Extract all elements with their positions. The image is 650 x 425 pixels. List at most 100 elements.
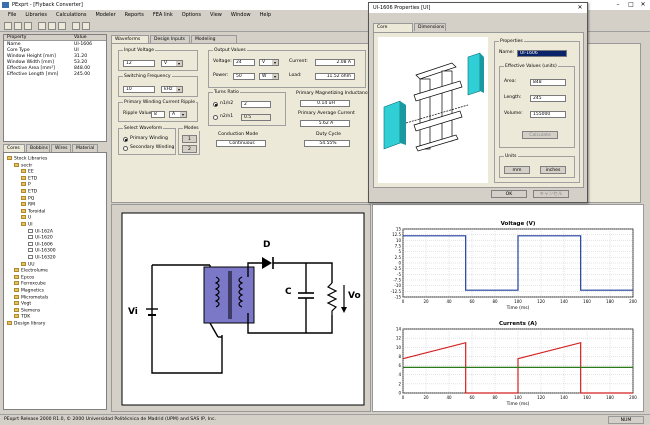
ripple-field[interactable]: 8 [151, 111, 165, 118]
tree-item[interactable]: Epcos [4, 274, 34, 282]
tree-item[interactable]: Design library [4, 321, 45, 328]
tree-item-label: Stock Libraries [14, 156, 48, 162]
copy-icon[interactable] [48, 22, 56, 30]
tree-item[interactable]: RM [4, 202, 35, 209]
property-name: Effective Length [mm] [7, 72, 59, 77]
tree-item[interactable]: EE [4, 169, 34, 176]
menu-item-help[interactable]: Help [259, 12, 272, 18]
property-row[interactable]: Effective Area [mm²]848.00 [4, 66, 106, 72]
menu-item-fea-link[interactable]: FEA link [152, 12, 173, 18]
length-field[interactable]: 245 [530, 95, 566, 102]
tree-item[interactable]: TDK [4, 314, 30, 321]
tree-item[interactable]: sectr [4, 162, 32, 170]
y-tick-label: 12.5 [392, 232, 401, 237]
tree-item[interactable]: Stock Libraries [4, 156, 47, 163]
tab-dimensions[interactable]: Dimensions [414, 23, 446, 31]
tab-bobbins[interactable]: Bobbins [26, 144, 50, 152]
mode-1-button[interactable]: 1 [182, 135, 197, 143]
tree-item[interactable]: Electrolume [4, 268, 48, 275]
cut-icon[interactable] [38, 22, 46, 30]
tree-item[interactable]: ETD [4, 175, 37, 183]
save-icon[interactable] [24, 22, 32, 30]
tree-item[interactable]: Magnetics [4, 288, 44, 295]
menu-item-window[interactable]: Window [230, 12, 251, 18]
menu-item-libraries[interactable]: Libraries [25, 12, 47, 18]
power-field[interactable]: 50 [233, 73, 255, 80]
maximize-button[interactable]: □ [628, 1, 634, 8]
menu-item-calculations[interactable]: Calculations [55, 12, 87, 18]
tree-item-label: Siemens [21, 308, 41, 314]
tree-item[interactable]: UI-16320 [4, 255, 56, 262]
open-icon[interactable] [14, 22, 22, 30]
voltage-field[interactable]: 24 [233, 59, 255, 66]
menu-item-modeler[interactable]: Modeler [95, 12, 116, 18]
tab-waveforms[interactable]: Waveforms [111, 35, 149, 44]
dialog-close-button[interactable]: ✕ [577, 4, 583, 11]
tree-item[interactable]: Micrometals [4, 294, 48, 302]
property-row[interactable]: Effective Length [mm]245.00 [4, 72, 106, 78]
tree-item[interactable]: Ferroxcube [4, 281, 46, 288]
tree-item[interactable]: PQ [4, 195, 34, 203]
close-button[interactable]: ✕ [640, 1, 646, 8]
menu-item-reports[interactable]: Reports [124, 12, 144, 18]
folder-icon [21, 169, 26, 174]
mm-button[interactable]: mm [504, 166, 530, 174]
voltage-unit-select[interactable]: V [259, 59, 279, 66]
menu-item-view[interactable]: View [210, 12, 222, 18]
area-field[interactable]: 848 [530, 79, 566, 86]
cancel-button[interactable]: キャンセル [533, 190, 569, 198]
tab-cores[interactable]: Cores [3, 144, 25, 153]
tree-item[interactable]: UI-1606 [4, 241, 53, 249]
tab-wires[interactable]: Wires [51, 144, 71, 152]
ok-button[interactable]: OK [491, 190, 527, 198]
print-icon[interactable] [72, 22, 80, 30]
new-icon[interactable] [4, 22, 12, 30]
primary-winding-radio[interactable] [123, 137, 128, 142]
switching-frequency-unit-select[interactable]: kHz [161, 86, 183, 93]
tab-modeling-options[interactable]: Modeling Options [191, 35, 237, 50]
input-voltage-field[interactable]: 12 [123, 60, 155, 67]
tree-item[interactable]: UI-162A [4, 228, 53, 236]
tab-material[interactable]: Material [72, 144, 98, 152]
power-unit-select[interactable]: W [259, 73, 279, 80]
tree-item[interactable]: P [4, 182, 31, 189]
tree-item[interactable]: Vogt [4, 301, 31, 308]
tree-item-label: Design library [14, 321, 46, 327]
volume-field[interactable]: 155000 [530, 111, 566, 118]
property-row[interactable]: Window Height [mm]31.20 [4, 54, 106, 60]
core-properties-dialog: UI-1606 Properties [UI] ✕ Core Propertie… [368, 2, 588, 203]
switching-frequency-field[interactable]: 10 [123, 86, 155, 93]
output-values-title: Output Values [213, 48, 247, 53]
property-row[interactable]: Window Width [mm]53.20 [4, 60, 106, 66]
tree-item-label: Electrolume [21, 268, 48, 274]
paste-icon[interactable] [58, 22, 66, 30]
ripple-unit-select[interactable]: A [169, 111, 187, 118]
menu-item-file[interactable]: File [8, 12, 17, 18]
help-icon[interactable] [82, 22, 90, 30]
tab-design-inputs[interactable]: Design Inputs [150, 35, 190, 43]
tree-item[interactable]: ETD [4, 189, 37, 196]
tree-item[interactable]: U [4, 215, 31, 222]
tab-core-properties[interactable]: Core Properties [373, 23, 413, 38]
tree-item[interactable]: Toroidal [4, 208, 45, 216]
name-field[interactable]: UI-1606 [517, 50, 567, 57]
property-value: 53.20 [74, 60, 88, 65]
tree-item[interactable]: UI-1620 [4, 235, 53, 242]
tree-item[interactable]: Siemens [4, 307, 41, 315]
n2n1-radio[interactable] [213, 115, 218, 120]
minimize-button[interactable]: – [616, 1, 620, 8]
tree-item[interactable]: UI-16300 [4, 248, 56, 255]
tree-item[interactable]: UU [4, 261, 35, 269]
tree-item[interactable]: UI [4, 222, 33, 229]
num-indicator: NUM [608, 416, 644, 424]
input-voltage-unit-select[interactable]: V [161, 60, 183, 67]
inches-button[interactable]: inches [540, 166, 566, 174]
mode-2-button[interactable]: 2 [182, 145, 197, 153]
calculate-button[interactable]: Calculate [522, 131, 558, 139]
n1n2-field[interactable]: 2 [241, 101, 271, 108]
secondary-winding-radio[interactable] [123, 146, 128, 151]
menu-item-options[interactable]: Options [181, 12, 202, 18]
n1n2-radio[interactable] [213, 102, 218, 107]
